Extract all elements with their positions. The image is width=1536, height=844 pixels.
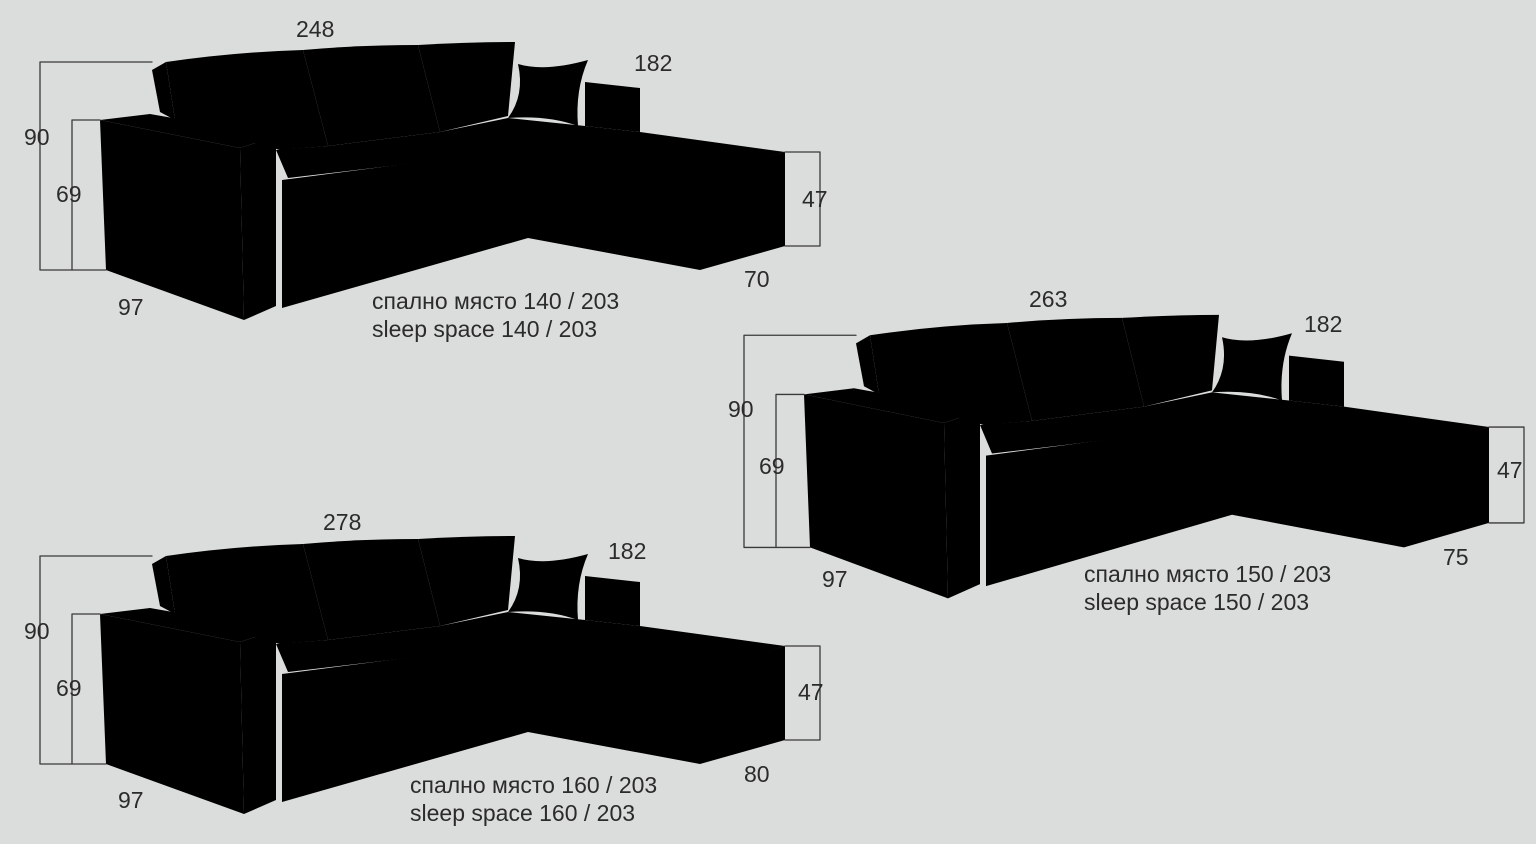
sofa-2-height-total-label: 90 [728, 396, 754, 422]
sofa-3-drawing [39, 536, 821, 814]
sofa-2-height-arm-label: 69 [759, 453, 785, 479]
sofa-3-chaise-width-label: 80 [744, 761, 770, 787]
sofa-3-height-total-label: 90 [24, 618, 50, 644]
sofa-3-depth-right-label: 182 [608, 538, 647, 564]
sofa-1-depth-left-label: 97 [118, 294, 144, 320]
sofa-2-seat-height-label: 47 [1497, 457, 1523, 483]
sofa-1-dimension-lines [39, 61, 821, 271]
sofa-3-sleep-space-en: sleep space 160 / 203 [410, 800, 636, 826]
sofa-1-seat-height-label: 47 [802, 186, 828, 212]
sofa-3-dimension-lines [39, 555, 821, 765]
sofa-1-drawing [39, 42, 821, 320]
sofa-3-sleep-space-bg: спално място 160 / 203 [410, 772, 658, 798]
sofa-1-width-label: 248 [296, 16, 335, 42]
sofa-3-width-label: 278 [323, 509, 362, 535]
sofa-2-dimension-lines [743, 334, 1525, 549]
sofa-2-width-label: 263 [1029, 286, 1068, 312]
sofa-2-depth-left-label: 97 [822, 566, 848, 592]
sofa-2-sleep-space-bg: спално място 150 / 203 [1084, 561, 1332, 587]
sofa-3-seat-height-label: 47 [798, 679, 824, 705]
sofa-3-height-arm-label: 69 [56, 675, 82, 701]
sofa-2-sleep-space-en: sleep space 150 / 203 [1084, 589, 1310, 615]
sofa-1-depth-right-label: 182 [634, 50, 673, 76]
sofa-1-chaise-width-label: 70 [744, 266, 770, 292]
sofa-1-sleep-space-bg: спално място 140 / 203 [372, 288, 620, 314]
sofa-3-depth-left-label: 97 [118, 787, 144, 813]
sofa-1-sleep-space-en: sleep space 140 / 203 [372, 316, 598, 342]
sofa-2-depth-right-label: 182 [1304, 311, 1343, 337]
sofa-2-chaise-width-label: 75 [1443, 544, 1469, 570]
sofa-1-height-arm-label: 69 [56, 181, 82, 207]
sofa-1-height-total-label: 90 [24, 124, 50, 150]
sofa-2-drawing [743, 314, 1525, 599]
